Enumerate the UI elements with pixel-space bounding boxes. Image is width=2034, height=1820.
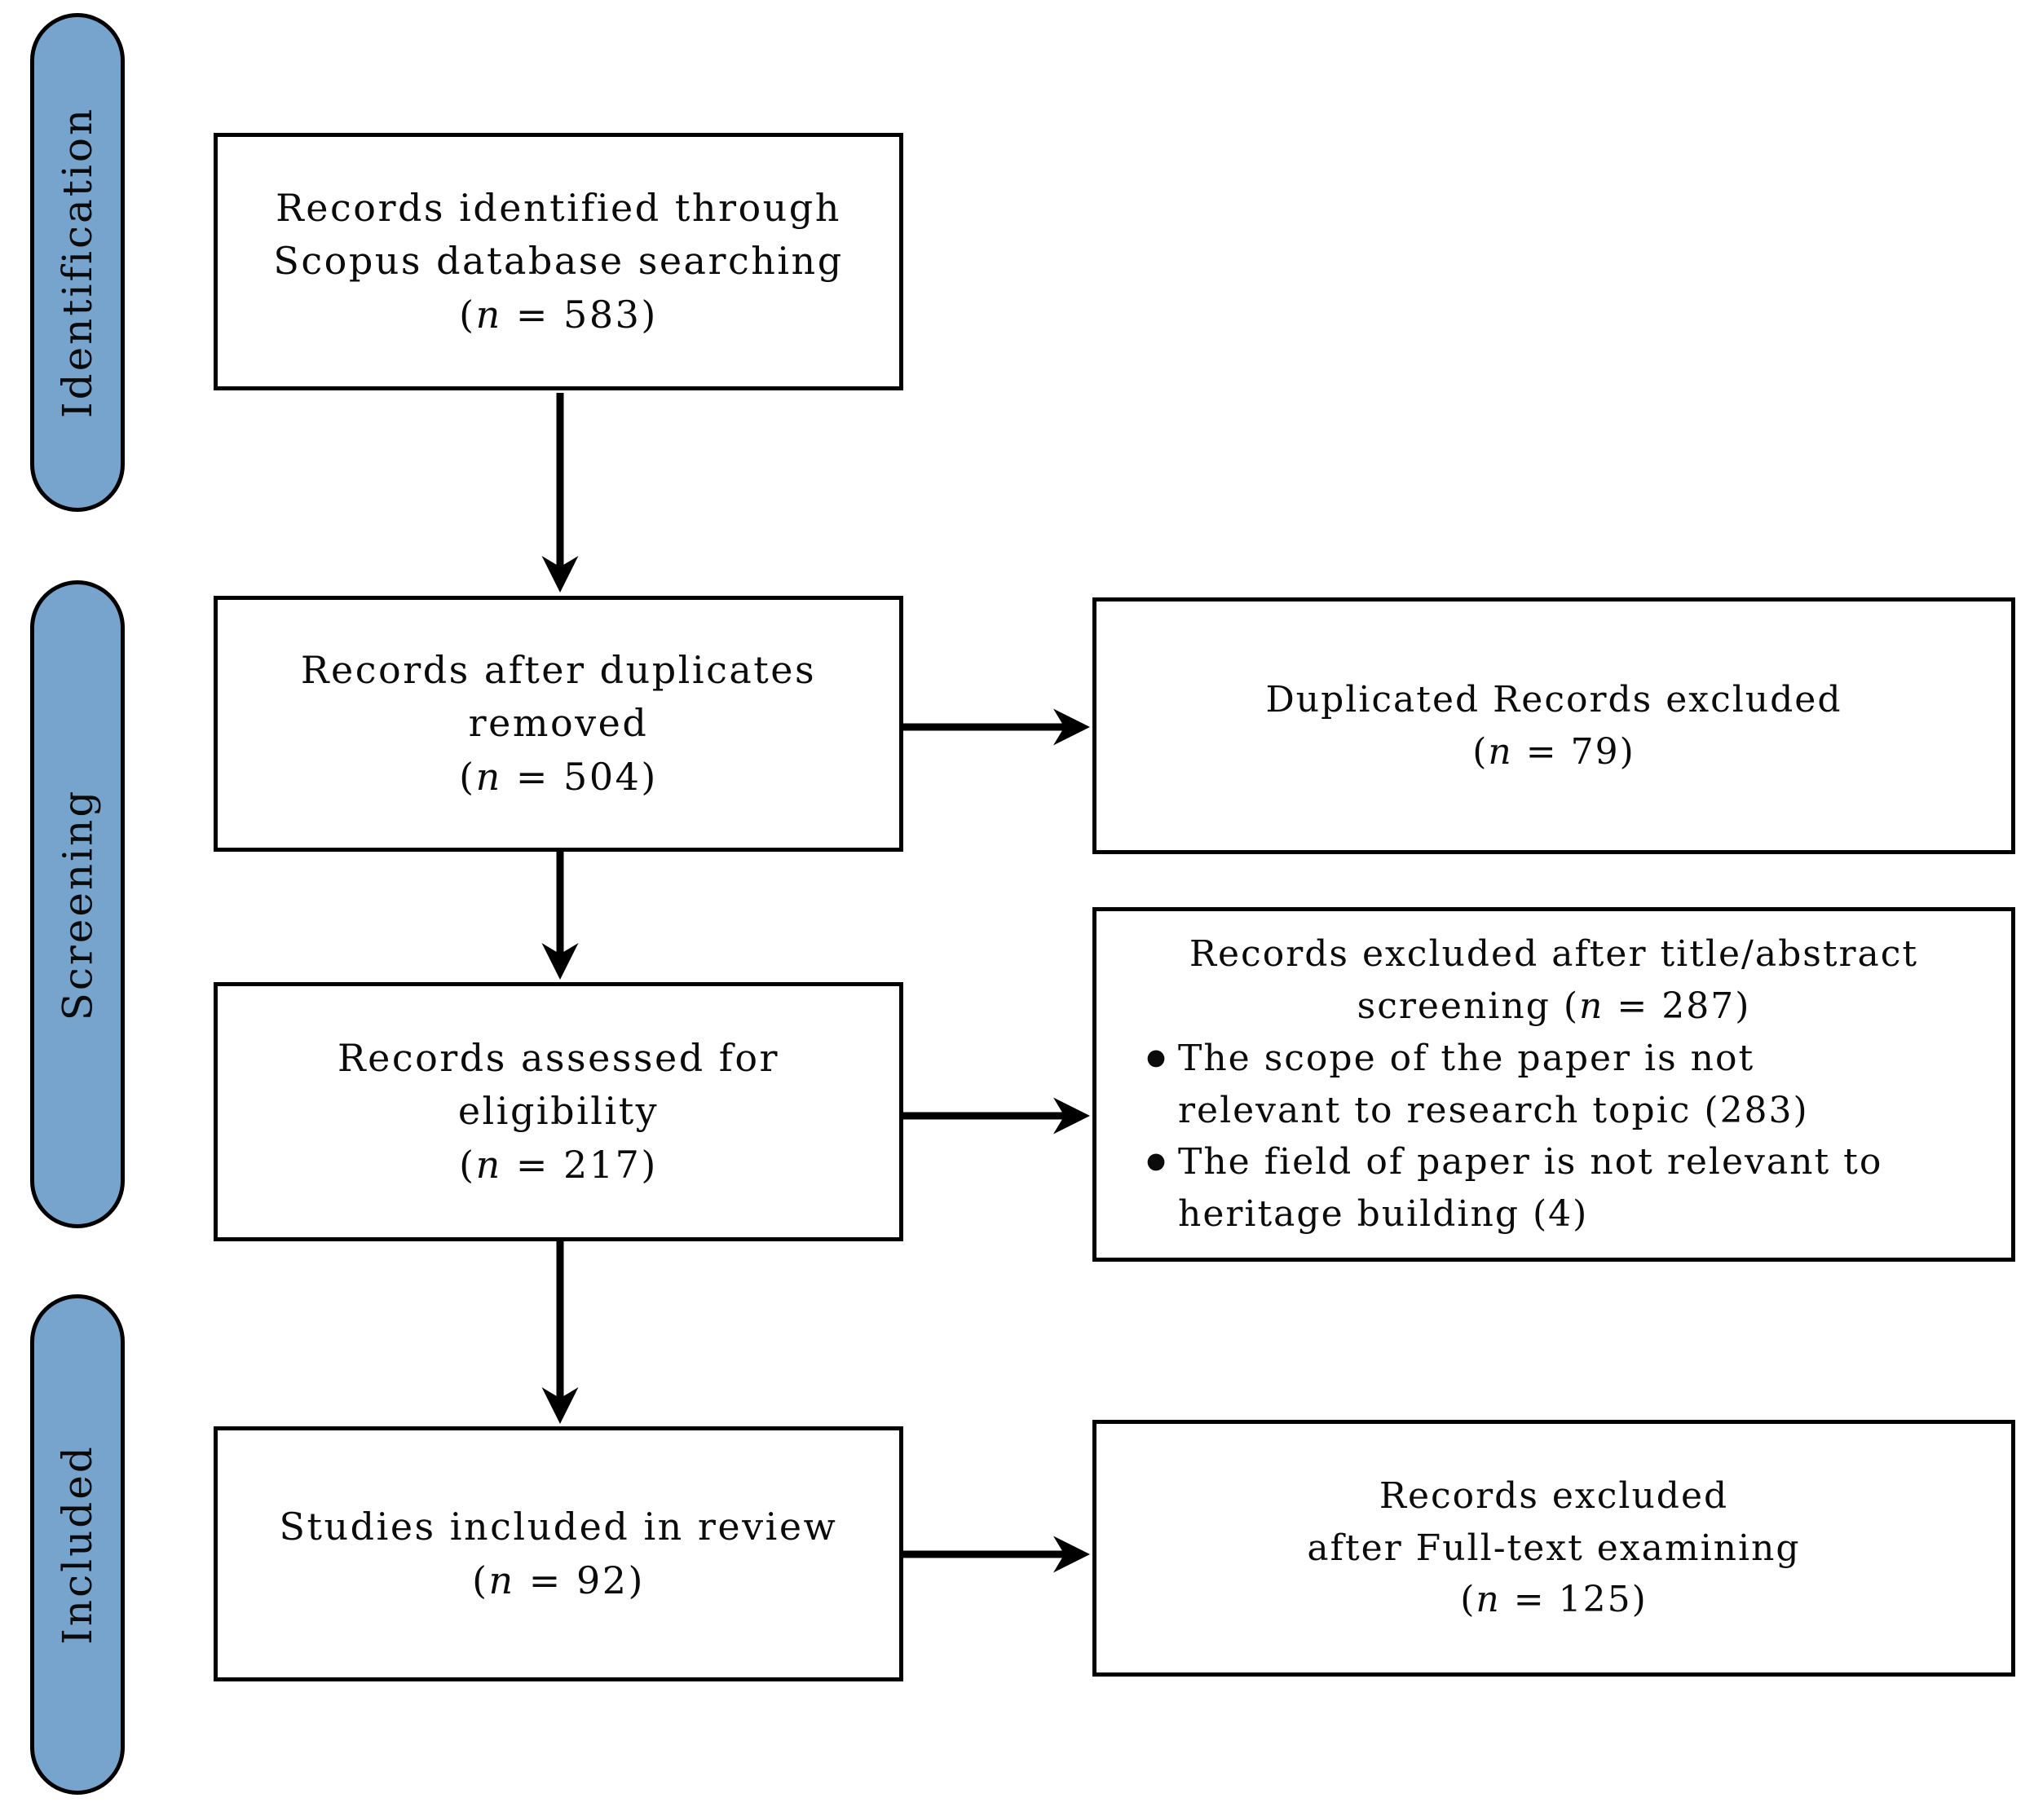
box-text-line: Studies included in review bbox=[279, 1505, 838, 1549]
bullet-text-line: The field of paper is not relevant to bbox=[1178, 1141, 1883, 1183]
box-text-line: Records excluded after title/abstract bbox=[1189, 933, 1919, 976]
box-studies-included: Studies included in review (n = 92) bbox=[214, 1426, 903, 1681]
exclusion-reasons-list: ● The scope of the paper is not relevant… bbox=[1096, 1033, 2011, 1241]
box-count: (n = 583) bbox=[459, 292, 658, 337]
box-text-line: Records excluded bbox=[1379, 1474, 1729, 1517]
box-title-abstract-excluded: Records excluded after title/abstract sc… bbox=[1092, 907, 2015, 1262]
box-duplicates-excluded: Duplicated Records excluded (n = 79) bbox=[1092, 597, 2015, 854]
box-records-assessed: Records assessed for eligibility (n = 21… bbox=[214, 982, 903, 1241]
box-text-line: removed bbox=[468, 701, 649, 746]
box-text-line: Duplicated Records excluded bbox=[1265, 678, 1842, 721]
stage-pill-included: Included bbox=[30, 1294, 125, 1795]
bullet-icon: ● bbox=[1146, 1044, 1167, 1070]
stage-pill-identification: Identification bbox=[30, 13, 125, 512]
bullet-text-line: relevant to research topic (283) bbox=[1178, 1089, 1809, 1131]
list-item: ● The field of paper is not relevant to … bbox=[1136, 1136, 2011, 1241]
box-text-line: screening (n = 287) bbox=[1357, 981, 1751, 1033]
box-count: (n = 79) bbox=[1472, 730, 1635, 773]
box-text-line: eligibility bbox=[457, 1089, 660, 1134]
list-item: ● The scope of the paper is not relevant… bbox=[1136, 1033, 2011, 1137]
box-count: (n = 92) bbox=[472, 1558, 645, 1602]
box-records-after-duplicates: Records after duplicates removed (n = 50… bbox=[214, 596, 903, 852]
stage-pill-screening: Screening bbox=[30, 580, 125, 1228]
box-count: (n = 287) bbox=[1563, 985, 1751, 1027]
box-text-line: Records assessed for bbox=[337, 1036, 780, 1081]
box-text-line: Records identified through bbox=[276, 186, 841, 231]
box-records-identified: Records identified through Scopus databa… bbox=[214, 133, 903, 390]
bullet-icon: ● bbox=[1146, 1148, 1167, 1174]
box-count: (n = 504) bbox=[459, 754, 658, 799]
box-count: (n = 125) bbox=[1460, 1579, 1648, 1621]
box-fulltext-excluded: Records excluded after Full-text examini… bbox=[1092, 1420, 2015, 1677]
box-count: (n = 217) bbox=[459, 1142, 658, 1187]
box-text-line: after Full-text examining bbox=[1307, 1527, 1801, 1569]
box-text-line: Records after duplicates bbox=[300, 648, 817, 693]
bullet-text-line: The scope of the paper is not bbox=[1178, 1037, 1755, 1079]
screening-prefix: screening bbox=[1357, 985, 1564, 1027]
box-text-line: Scopus database searching bbox=[273, 239, 844, 284]
bullet-text-line: heritage building (4) bbox=[1178, 1193, 1589, 1236]
